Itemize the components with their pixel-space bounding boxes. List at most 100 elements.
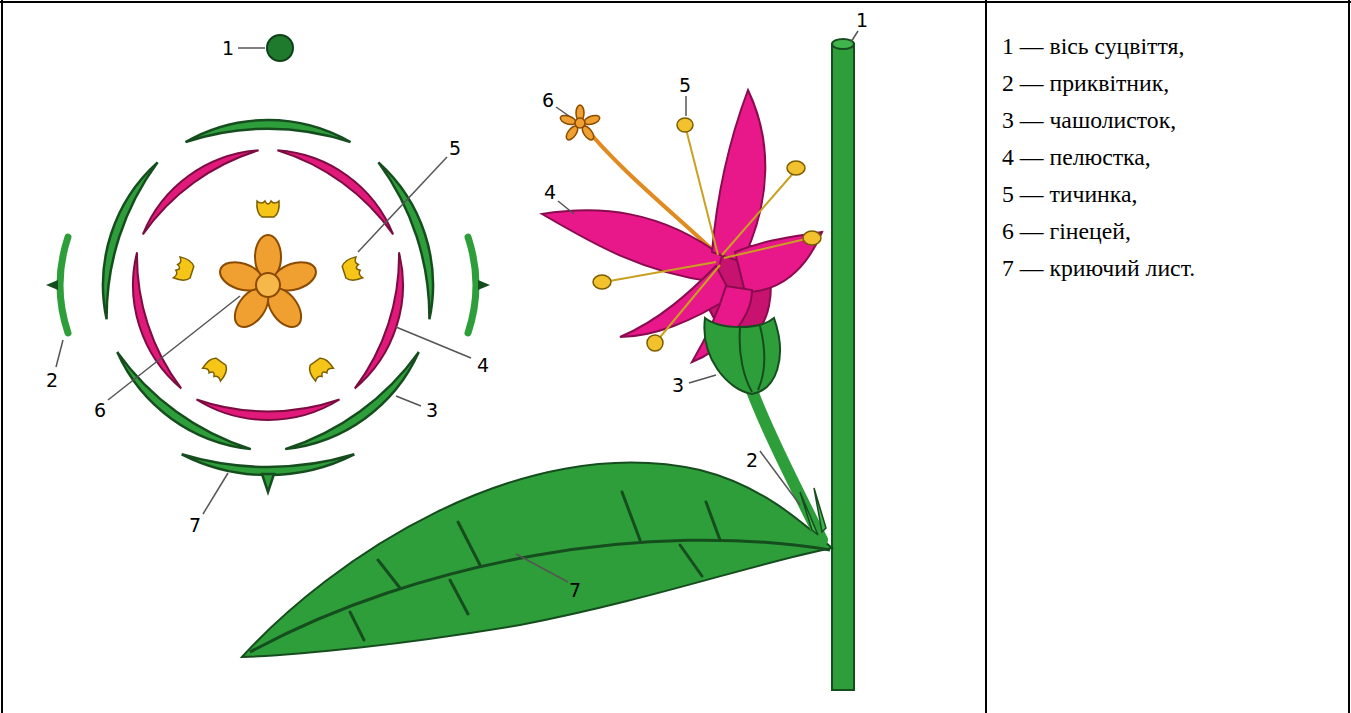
leader-lines (760, 451, 800, 505)
callout-number: 4 (477, 356, 489, 375)
calyx (704, 318, 780, 394)
callout-number: 3 (672, 376, 684, 395)
corolla-petals (131, 134, 259, 235)
inflorescence-axis (267, 35, 293, 61)
stem (832, 44, 854, 690)
floral-diagram (46, 35, 490, 514)
leaf (706, 502, 720, 540)
covering-leaf (182, 454, 355, 475)
stamens (722, 170, 796, 255)
legend-entry: 3 — чашолисток, (1002, 102, 1348, 139)
bracts (60, 237, 68, 333)
corolla-petals (118, 252, 182, 394)
petals (542, 90, 822, 362)
callout-number: 2 (46, 371, 58, 390)
leader-lines (203, 473, 228, 514)
calyx-sepals (378, 156, 450, 320)
legend-entry: 4 — пелюстка, (1002, 139, 1348, 176)
stamens (306, 355, 333, 381)
calyx (704, 318, 780, 394)
leader-lines (516, 31, 858, 582)
corolla-petals (277, 134, 405, 235)
callout-number: 4 (544, 183, 556, 202)
stamens (593, 118, 821, 351)
pedicel (748, 380, 822, 540)
bract-tips (46, 280, 490, 290)
leaf (450, 580, 468, 614)
bract-tips (46, 280, 58, 290)
legend-entry: 6 — гінецей, (1002, 213, 1348, 250)
leader-lines (556, 107, 569, 116)
corolla-petals (197, 400, 340, 420)
stamens (787, 161, 805, 175)
covering-leaf (262, 474, 274, 492)
covering-leaf (182, 454, 355, 492)
stamens (257, 201, 279, 217)
leader-lines (685, 96, 687, 116)
stamens (604, 125, 810, 342)
callout-number: 5 (449, 139, 461, 158)
gynoecium (216, 235, 319, 333)
corolla-petals (355, 252, 419, 394)
leaf (250, 540, 830, 652)
stamens (593, 118, 821, 351)
stamens (677, 118, 693, 132)
petals (542, 210, 722, 282)
leader-lines (108, 296, 240, 400)
calyx-sepals (86, 156, 158, 320)
calyx-sepals (86, 120, 451, 467)
stamens (341, 257, 363, 283)
corolla-petals (118, 134, 419, 420)
pistil (559, 105, 601, 142)
leader-lines (56, 48, 471, 514)
flower-illustration (242, 31, 858, 690)
stamens (604, 262, 716, 282)
table-border (0, 1, 1351, 3)
callout-number: 7 (189, 516, 201, 535)
bracts (60, 237, 476, 333)
leaf (242, 463, 832, 657)
legend-entry: 1 — вісь суцвіття, (1002, 28, 1348, 65)
calyx-sepals (186, 120, 351, 142)
stamens (685, 125, 718, 255)
table-border (1, 0, 3, 713)
leader-lines (851, 31, 858, 42)
leaf (622, 492, 640, 540)
stamens (803, 231, 821, 245)
stem (832, 39, 854, 49)
pistil (583, 114, 601, 127)
leader-lines (516, 554, 568, 582)
legend-entry: 5 — тичинка, (1002, 176, 1348, 213)
callout-number: 2 (746, 451, 758, 470)
leader-lines (238, 47, 265, 49)
leader-lines (689, 375, 716, 383)
leaf (350, 612, 364, 640)
leader-lines (558, 201, 574, 214)
legend-entry: 2 — приквітник, (1002, 65, 1348, 102)
leader-lines (396, 327, 471, 358)
gynoecium (256, 273, 280, 297)
bract-tips (478, 280, 490, 290)
stamens (173, 257, 195, 283)
bracts (468, 237, 476, 333)
leaf (242, 463, 832, 657)
callout-number: 7 (569, 581, 581, 600)
stamens (203, 355, 230, 381)
callout-number: 1 (856, 11, 868, 30)
leaf (458, 522, 480, 565)
leader-lines (396, 396, 421, 406)
stamens (173, 201, 362, 381)
callout-number: 1 (222, 39, 234, 58)
stamens (647, 335, 663, 351)
table-border (1348, 0, 1350, 713)
leaf (350, 492, 720, 640)
calyx (740, 326, 765, 392)
callout-number: 5 (679, 76, 691, 95)
stamens (724, 238, 810, 258)
callout-number: 6 (94, 401, 106, 420)
stamens (593, 275, 611, 289)
petals (735, 232, 822, 292)
leader-lines (56, 340, 63, 367)
